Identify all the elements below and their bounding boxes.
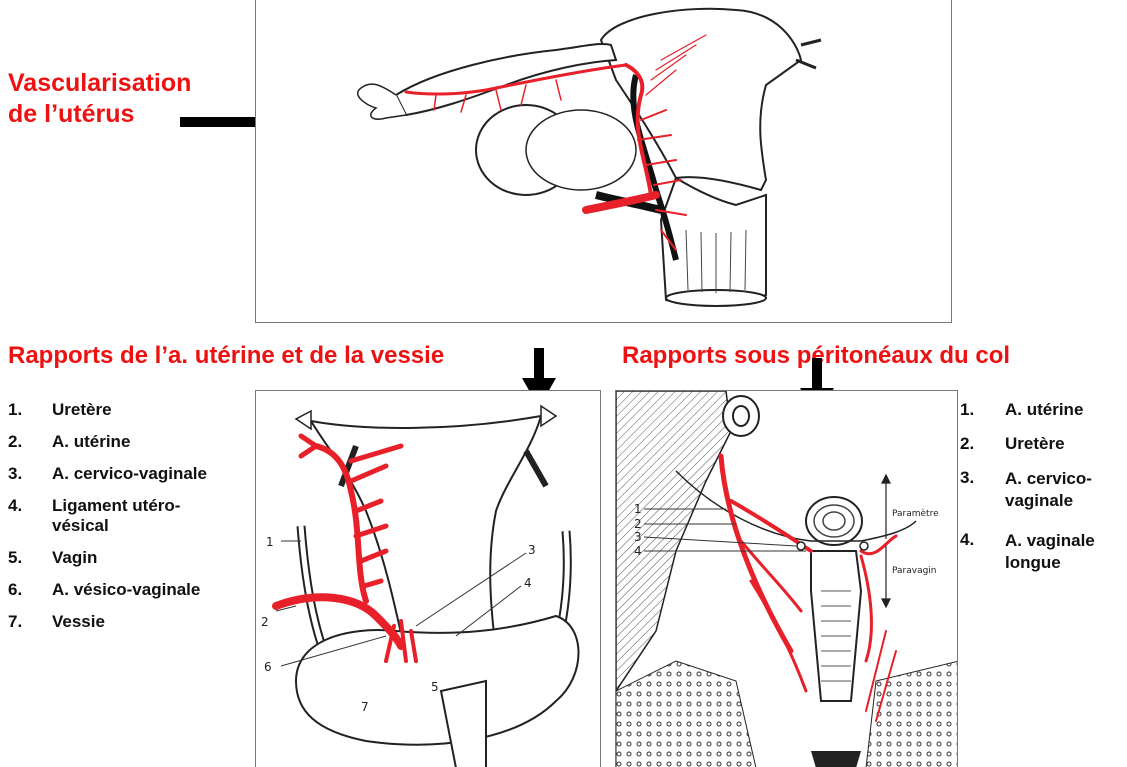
callout-3: 3 — [634, 530, 642, 544]
legend-number: 5. — [8, 548, 22, 568]
right-legend-item: 1. A. utérine — [960, 400, 1120, 434]
right-legend-item: 2. Uretère — [960, 434, 1120, 468]
uterus-vascularisation-figure — [255, 0, 952, 323]
callout-7: 7 — [361, 700, 369, 714]
legend-number: 4. — [8, 496, 22, 516]
legend-label: A. utérine — [1005, 400, 1120, 420]
legend-number: 6. — [8, 580, 22, 600]
left-legend-item: 5. Vagin — [8, 548, 253, 580]
right-legend-list: 1. A. utérine 2. Uretère 3. A. cervico- vag… — [960, 400, 1120, 582]
right-legend-item: 3. A. cervico- vaginale — [960, 468, 1120, 530]
legend-number: 7. — [8, 612, 22, 632]
left-legend-item: 2. A. utérine — [8, 432, 253, 464]
legend-label: Ligament utéro- vésical — [52, 496, 253, 536]
callout-4: 4 — [634, 544, 642, 558]
legend-label: A. utérine — [52, 432, 253, 452]
legend-number: 3. — [8, 464, 22, 484]
level-label-paravagin: Paravagin — [892, 566, 937, 576]
left-legend-item: 7. Vessie — [8, 612, 253, 644]
legend-number: 2. — [8, 432, 22, 452]
legend-label: Vessie — [52, 612, 253, 632]
left-legend-item: 1. Uretère — [8, 400, 253, 432]
legend-label: Uretère — [1005, 434, 1120, 454]
legend-number: 2. — [960, 434, 974, 454]
main-title: Vascularisation de l’utérus — [8, 68, 191, 130]
left-section-title: Rapports de l’a. utérine et de la vessie — [8, 340, 444, 371]
legend-number: 1. — [8, 400, 22, 420]
level-label-parametre: Paramètre — [892, 508, 939, 519]
callout-4: 4 — [524, 576, 532, 590]
legend-label: A. vaginale longue — [1005, 530, 1120, 574]
legend-label: Vagin — [52, 548, 253, 568]
legend-number: 4. — [960, 530, 974, 550]
legend-number: 1. — [960, 400, 974, 420]
callout-1: 1 — [634, 502, 642, 516]
uterine-artery-bladder-figure: 1 2 3 4 5 6 7 — [255, 390, 601, 767]
callout-6: 6 — [264, 660, 272, 674]
left-legend-item: 6. A. vésico-vaginale — [8, 580, 253, 612]
legend-label: A. cervico- vaginale — [1005, 468, 1120, 512]
left-legend-item: 4. Ligament utéro- vésical — [8, 496, 253, 548]
legend-label: Uretère — [52, 400, 253, 420]
subperitoneal-cervix-figure: 1 2 3 4 Paramètre Paravagin — [615, 390, 958, 767]
callout-2: 2 — [634, 517, 642, 531]
legend-label: A. cervico-vaginale — [52, 464, 253, 484]
callout-5: 5 — [431, 680, 439, 694]
legend-label: A. vésico-vaginale — [52, 580, 253, 600]
callout-2: 2 — [261, 615, 269, 629]
left-legend-list: 1. Uretère 2. A. utérine 3. A. cervico-vagi… — [8, 400, 253, 644]
callout-3: 3 — [528, 543, 536, 557]
legend-number: 3. — [960, 468, 974, 488]
callout-1: 1 — [266, 535, 274, 549]
left-legend-item: 3. A. cervico-vaginale — [8, 464, 253, 496]
right-legend-item: 4. A. vaginale longue — [960, 530, 1120, 582]
